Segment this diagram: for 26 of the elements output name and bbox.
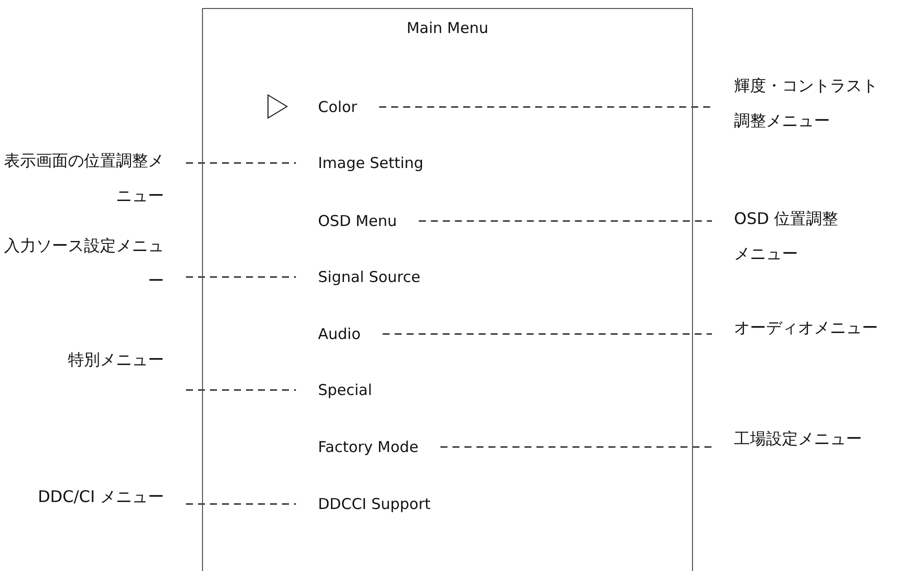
leader-line xyxy=(418,220,712,222)
annotation-text: 輝度・コントラスト調整メニュー xyxy=(734,68,884,138)
leader-line xyxy=(440,446,712,448)
leader-line xyxy=(379,106,712,108)
menu-item: Special xyxy=(318,380,372,400)
annotation-text: 特別メニュー xyxy=(0,342,164,377)
annotation-text: OSD 位置調整メニュー xyxy=(734,201,854,271)
annotation-text: DDC/CI メニュー xyxy=(0,479,164,514)
menu-item: OSD Menu xyxy=(318,211,397,231)
menu-item: Color xyxy=(318,97,358,117)
leader-line xyxy=(186,503,296,505)
annotation-text: オーディオメニュー xyxy=(734,310,904,345)
menu-title: Main Menu xyxy=(406,19,490,37)
menu-item: Audio xyxy=(318,324,361,344)
annotation-text: 入力ソース設定メニュー xyxy=(0,228,164,298)
menu-item: Factory Mode xyxy=(318,437,418,457)
menu-item: Image Setting xyxy=(318,153,424,173)
leader-line xyxy=(382,333,712,335)
leader-line xyxy=(186,162,296,164)
annotation-text: 表示画面の位置調整メニュー xyxy=(0,143,164,213)
annotation-text: 工場設定メニュー xyxy=(734,421,904,456)
leader-line xyxy=(186,276,296,278)
menu-panel xyxy=(202,8,693,571)
menu-item: DDCCI Support xyxy=(318,494,431,514)
leader-line xyxy=(186,389,296,391)
menu-item: Signal Source xyxy=(318,267,420,287)
